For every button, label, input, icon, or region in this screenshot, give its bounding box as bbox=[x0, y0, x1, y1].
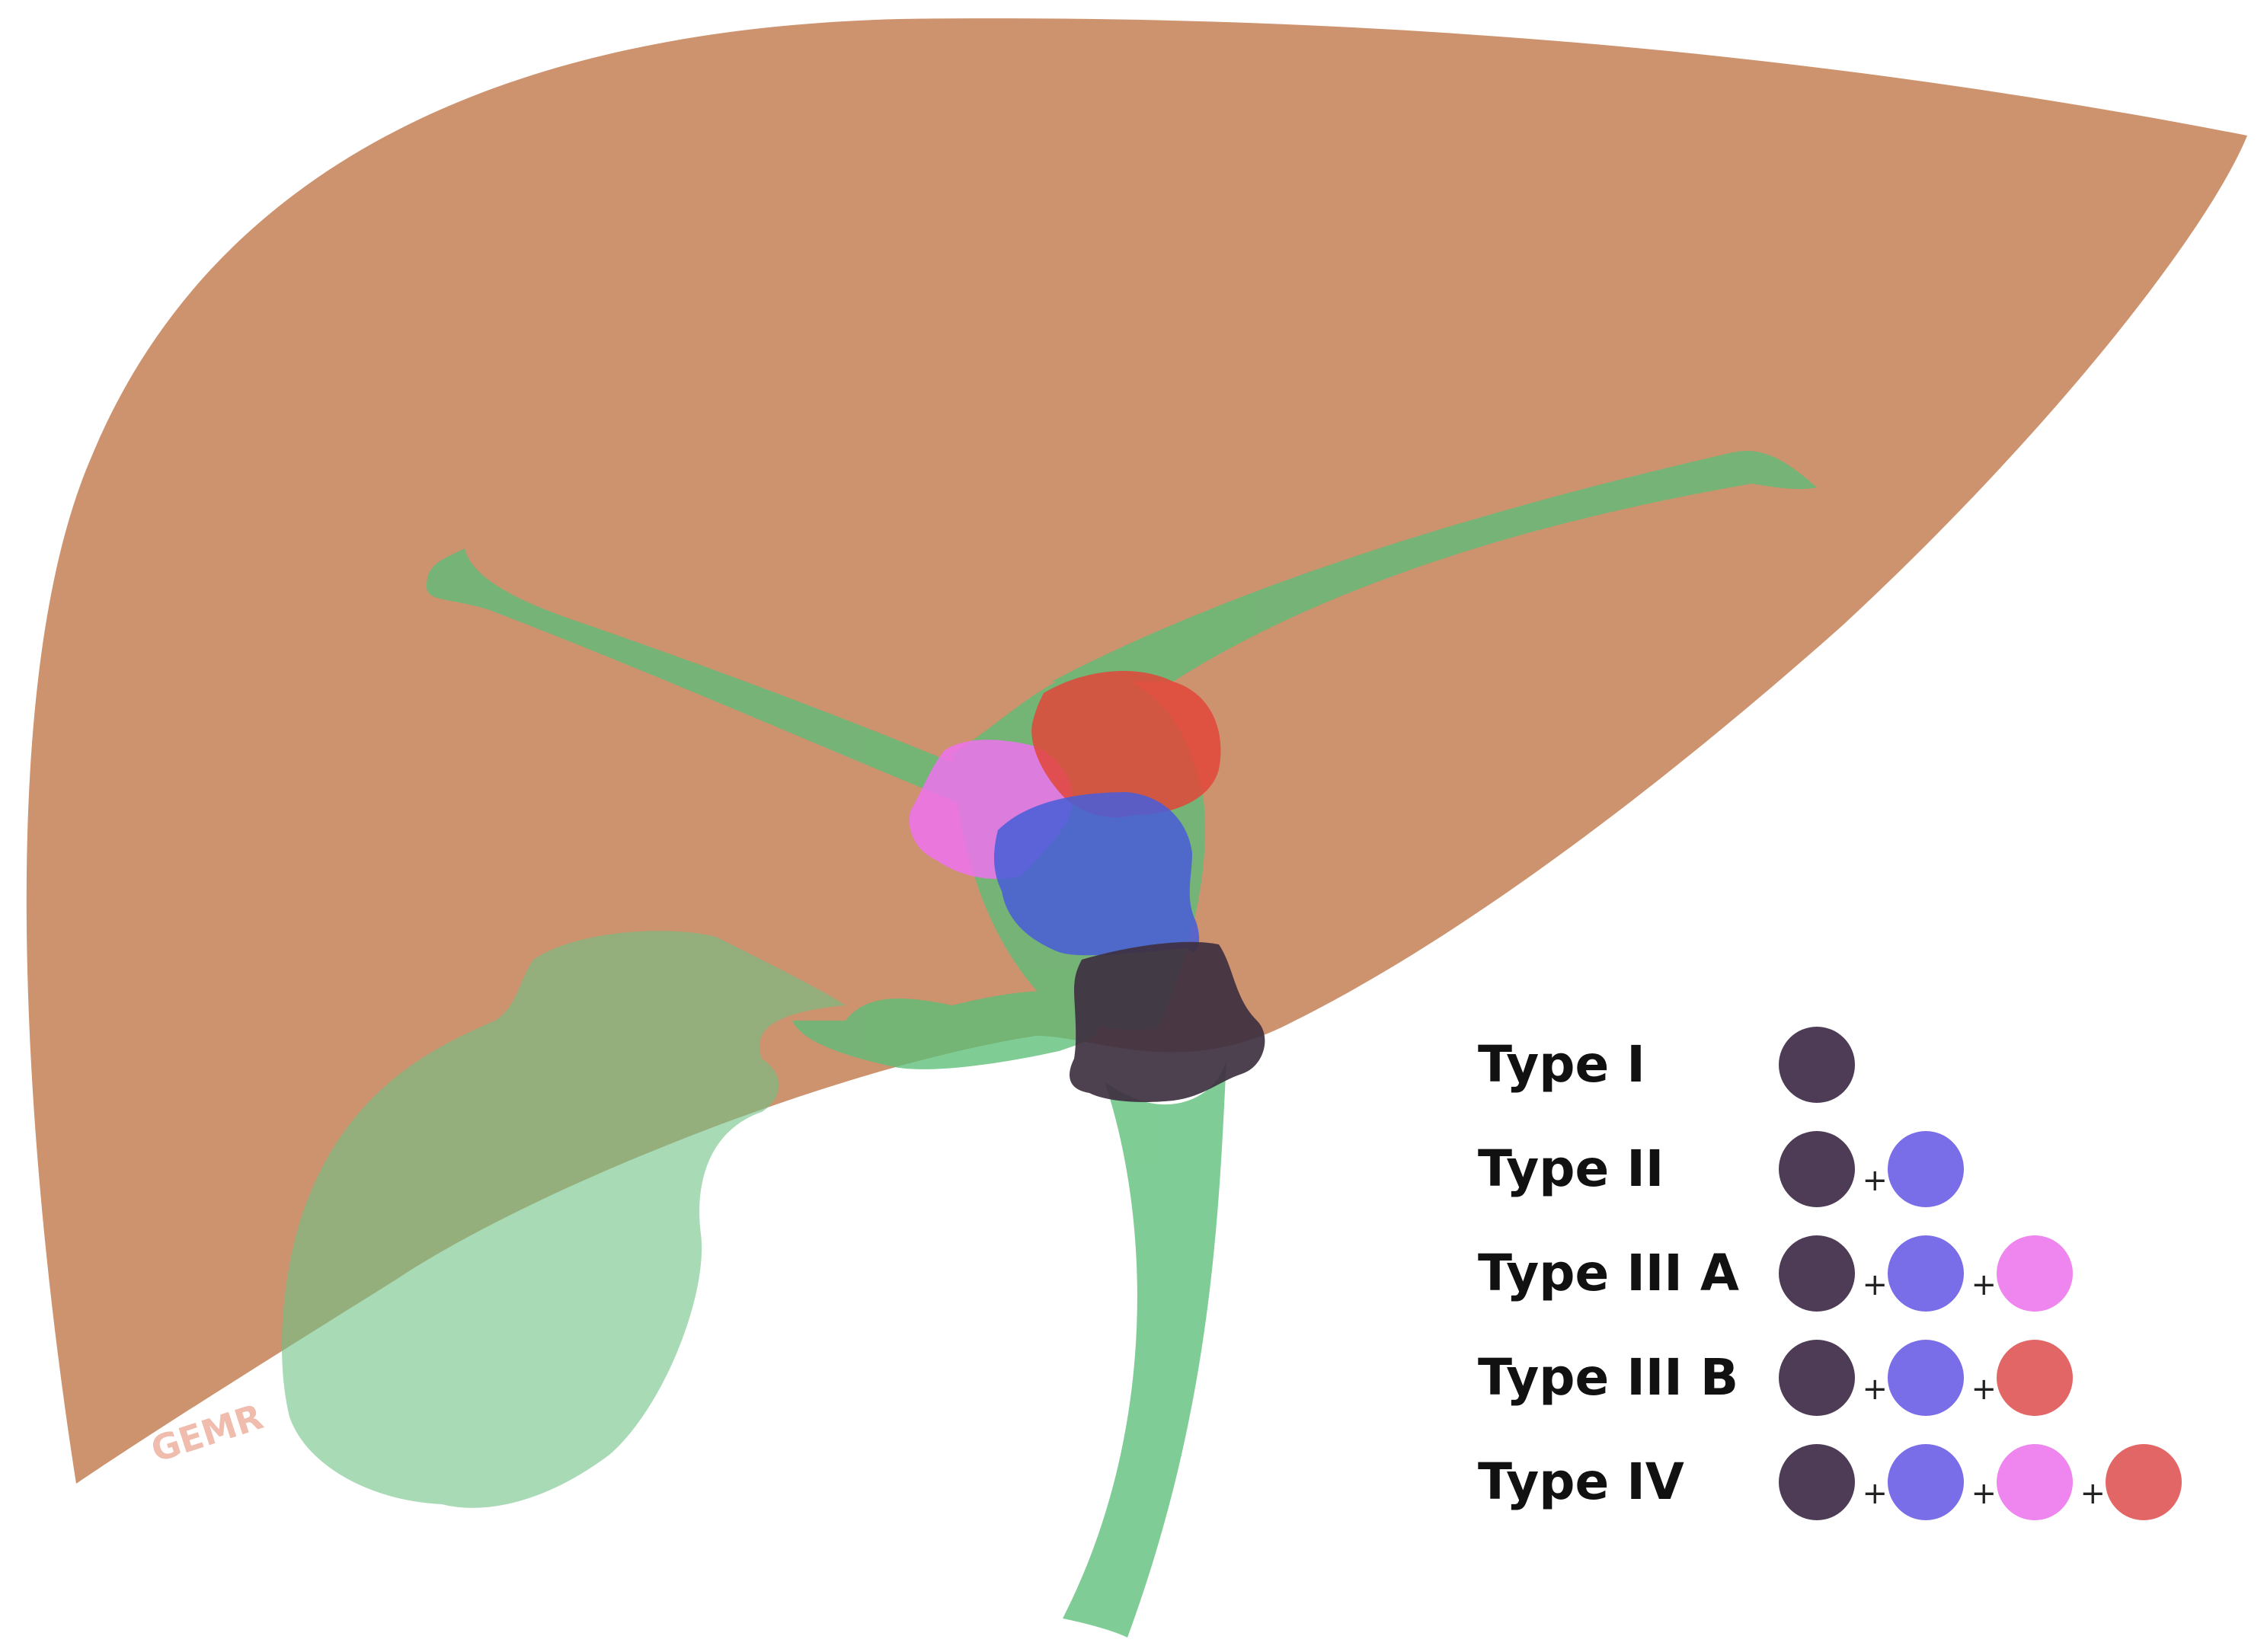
right-hepatic-duct bbox=[1051, 451, 1817, 682]
legend-swatch-type-ii bbox=[1888, 1235, 1964, 1312]
legend-swatch-type-i bbox=[1779, 1027, 1855, 1103]
legend-label: Type III B bbox=[1478, 1348, 1738, 1407]
legend-label: Type IV bbox=[1478, 1452, 1684, 1511]
legend-swatch-type-ii bbox=[1888, 1444, 1964, 1520]
legend-swatch-type-i bbox=[1779, 1340, 1855, 1416]
legend-swatch-type-iii-a bbox=[1997, 1444, 2073, 1520]
legend-swatch-type-i bbox=[1779, 1131, 1855, 1207]
legend-swatch-type-ii bbox=[1888, 1340, 1964, 1416]
common-bile-duct bbox=[1063, 1059, 1226, 1638]
gallbladder bbox=[282, 931, 846, 1508]
legend-label: Type I bbox=[1478, 1035, 1645, 1094]
legend-label: Type II bbox=[1478, 1139, 1664, 1198]
legend-plus-sign: + bbox=[1863, 1163, 1888, 1198]
left-hepatic-duct bbox=[427, 548, 960, 804]
legend-plus-sign: + bbox=[2080, 1476, 2106, 1511]
type-iii-b-region bbox=[1031, 670, 1221, 818]
legend-plus-sign: + bbox=[1971, 1372, 1997, 1407]
legend-plus-sign: + bbox=[1863, 1372, 1888, 1407]
legend-swatch-type-i bbox=[1779, 1444, 1855, 1520]
legend-swatch-type-iii-b bbox=[2106, 1444, 2182, 1520]
legend-swatch-type-ii bbox=[1888, 1131, 1964, 1207]
legend-swatch-type-i bbox=[1779, 1235, 1855, 1312]
legend-swatch-type-iii-b bbox=[1997, 1340, 2073, 1416]
legend-plus-sign: + bbox=[1863, 1476, 1888, 1511]
cystic-duct bbox=[792, 991, 1102, 1069]
legend-plus-sign: + bbox=[1863, 1267, 1888, 1302]
type-ii-region bbox=[994, 792, 1200, 956]
legend-label: Type III A bbox=[1478, 1244, 1739, 1302]
legend-swatch-type-iii-a bbox=[1997, 1235, 2073, 1312]
legend: Type I Type II + Type III A + + Type III B + + Ty… bbox=[1478, 1027, 2182, 1520]
legend-plus-sign: + bbox=[1971, 1267, 1997, 1302]
legend-plus-sign: + bbox=[1971, 1476, 1997, 1511]
type-i-region bbox=[1070, 941, 1265, 1102]
